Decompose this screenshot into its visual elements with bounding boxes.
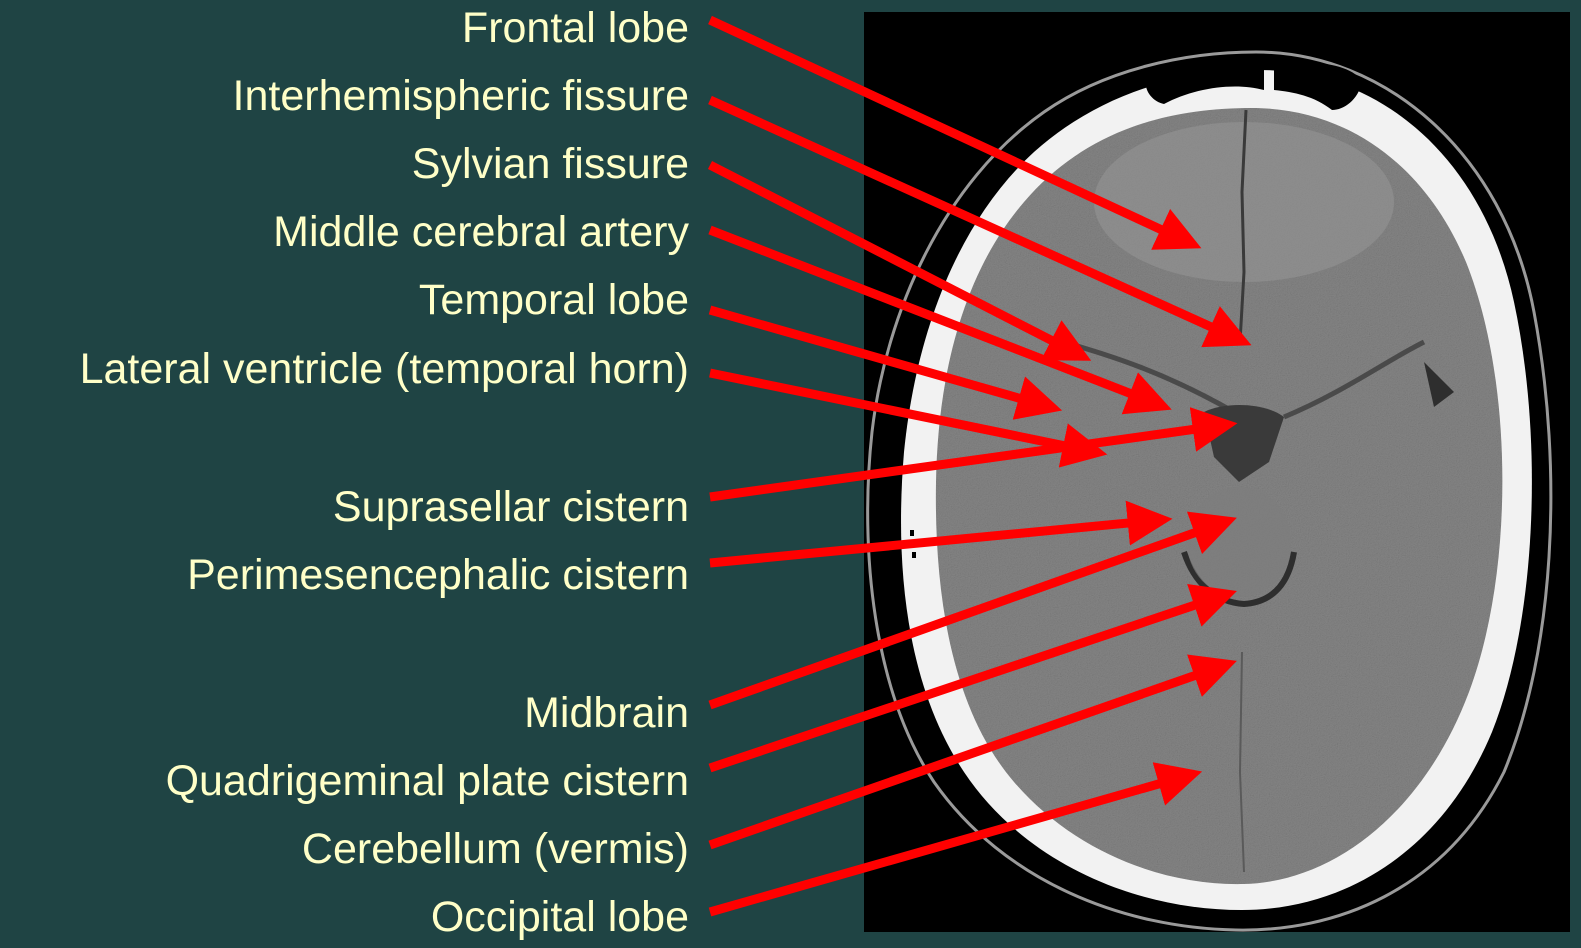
arrow-lateral-ventricle <box>710 373 1095 452</box>
arrow-occipital-lobe <box>710 775 1190 912</box>
arrow-temporal-lobe <box>710 310 1050 407</box>
arrow-suprasellar-cistern <box>710 425 1225 497</box>
arrow-cerebellum-vermis <box>710 665 1225 845</box>
arrow-perimesencephalic-cistern <box>710 520 1160 563</box>
